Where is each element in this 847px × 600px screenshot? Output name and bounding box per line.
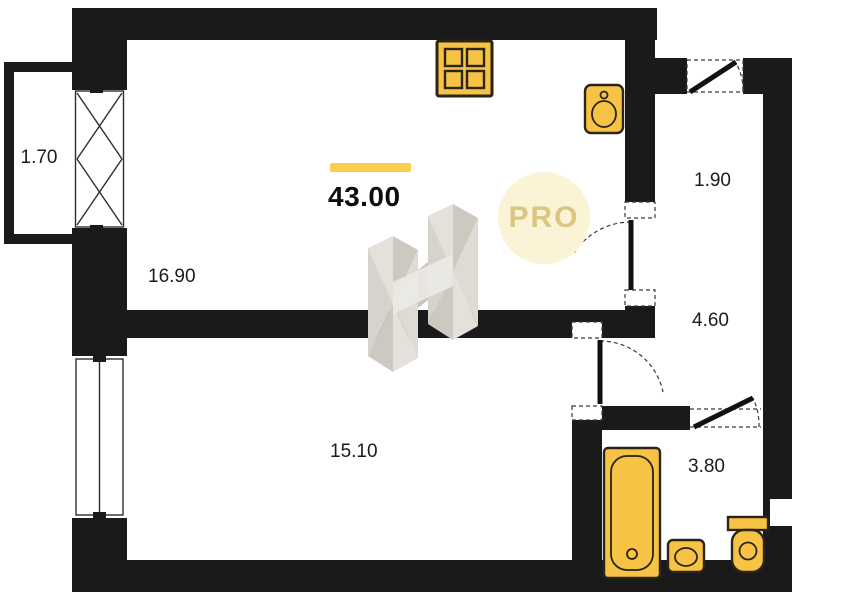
toilet-icon (726, 515, 770, 574)
balcony-wall-top (4, 62, 74, 72)
h-logo-watermark (368, 204, 478, 372)
room-area-label-living-room: 16.90 (148, 266, 196, 287)
bedroom-door (571, 321, 664, 421)
balcony-wall-left (4, 62, 14, 244)
wall-entry-corner (743, 58, 792, 94)
stove-icon (435, 39, 494, 98)
balcony-wall-bottom (4, 234, 74, 244)
pro-watermark-badge: PRO (498, 172, 590, 264)
wall-bedroom-right (572, 406, 602, 592)
room-area-label-bedroom: 15.10 (330, 441, 378, 462)
door-leaf (688, 59, 738, 95)
room-area-label-corridor: 4.60 (692, 310, 729, 331)
kitchen-sink-icon (583, 83, 625, 135)
total-area-label: 43.00 (328, 181, 401, 212)
window-hinge-mark (90, 87, 103, 93)
room-area-label-balcony: 1.70 (20, 147, 58, 168)
door-swing-arc (599, 340, 664, 393)
door-swing-arc (735, 62, 744, 91)
window-hinge-mark (93, 512, 106, 518)
wall-left-middle (72, 228, 127, 356)
wall-living-corridor-upper (625, 8, 655, 218)
wall-top (72, 8, 657, 40)
washbasin-icon (666, 538, 706, 574)
bathtub-icon (602, 446, 662, 580)
wall-left-upper (72, 8, 127, 90)
wall-right-notch (770, 499, 792, 526)
pro-watermark-text: PRO (508, 201, 580, 234)
window-hinge-mark (90, 225, 103, 231)
walls (72, 8, 792, 592)
room-area-label-entry-hall: 1.90 (694, 170, 731, 191)
total-area-accent-line (330, 163, 411, 172)
door-leaf (692, 395, 755, 430)
bathroom-door (690, 395, 761, 430)
balcony-walls (4, 62, 74, 244)
balcony-door-window (74, 87, 125, 231)
room-area-label-bathroom: 3.80 (688, 456, 725, 477)
wall-entry-stub (655, 58, 687, 94)
entrance-door (686, 59, 744, 95)
door-swing-arc (752, 397, 760, 428)
bedroom-window (75, 356, 124, 518)
window-hinge-mark (93, 356, 106, 362)
living-room-door (573, 201, 656, 307)
